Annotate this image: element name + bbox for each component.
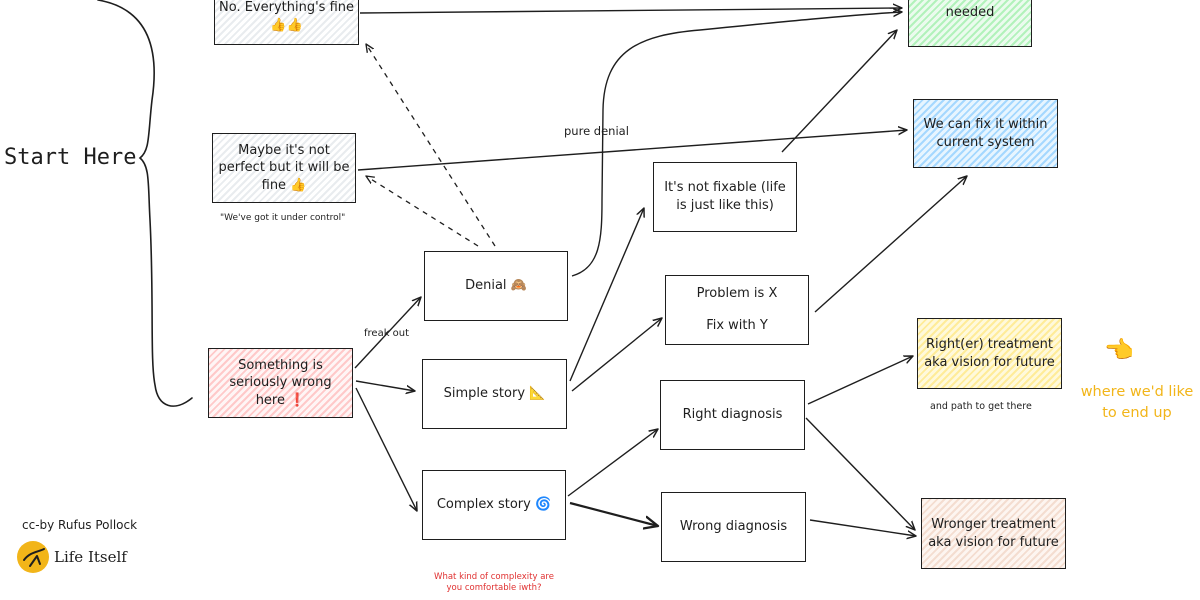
arrow-problem-to-fix: [814, 176, 967, 313]
note-complexity-question: What kind of complexity are you comforta…: [428, 572, 560, 594]
arrow-simple-to-problem: [571, 318, 662, 392]
node-everything-fine[interactable]: No. Everything's fine 👍👍: [214, 0, 359, 45]
note-end-up: where we'd like to end up: [1076, 382, 1198, 424]
node-fix-within-system[interactable]: We can fix it within current system: [913, 99, 1058, 168]
node-complex-story-label: Complex story 🌀: [436, 497, 552, 513]
credit-text: cc-by Rufus Pollock: [22, 518, 138, 532]
arrow-fine-to-noaction: [359, 8, 902, 14]
node-wrong-diagnosis[interactable]: Wrong diagnosis: [661, 492, 806, 562]
arrow-wrong-to-simple: [355, 380, 415, 391]
arrow-wrong-to-complex: [355, 387, 417, 511]
note-end-up-text: where we'd like to end up: [1080, 384, 1194, 422]
arrow-rightdiag-to-wrongtreat: [805, 417, 915, 530]
node-wronger-treatment[interactable]: Wronger treatment aka vision for future: [921, 498, 1066, 569]
node-right-diagnosis[interactable]: Right diagnosis: [660, 380, 805, 450]
arrow-notfixable-to-noaction: [781, 30, 897, 153]
node-problem-x-label: Problem is X: [696, 286, 778, 302]
node-seriously-wrong-label: Something is seriously wrong here ❗: [229, 357, 332, 408]
start-here-label: Start Here: [4, 145, 137, 170]
arrow-pure-denial: [571, 12, 902, 277]
arrow-complex-to-wrongdiag: [569, 501, 658, 526]
node-right-treatment[interactable]: Right(er) treatment aka vision for futur…: [917, 318, 1062, 389]
node-everything-fine-label: No. Everything's fine 👍👍: [219, 0, 355, 33]
node-no-action[interactable]: No action needed: [908, 0, 1032, 47]
node-no-action-label: No action needed: [939, 0, 1001, 21]
node-simple-story[interactable]: Simple story 📐: [422, 359, 567, 429]
node-maybe-not-perfect-label: Maybe it's not perfect but it will be fi…: [218, 142, 350, 193]
node-not-fixable-label: It's not fixable (life is just like this…: [664, 180, 786, 213]
note-path-there: and path to get there: [930, 401, 1032, 412]
note-pure-denial: pure denial: [564, 124, 629, 138]
node-denial[interactable]: Denial 🙈: [424, 251, 568, 321]
arrow-simple-to-notfixable: [569, 208, 644, 382]
start-brace: [97, 0, 193, 407]
node-maybe-not-perfect[interactable]: Maybe it's not perfect but it will be fi…: [212, 133, 356, 203]
arrow-maybe-to-fix: [357, 130, 907, 171]
arrow-denial-to-maybe: [366, 176, 479, 247]
note-freak-out: freak out: [364, 328, 410, 339]
node-wronger-treatment-label: Wronger treatment aka vision for future: [928, 516, 1059, 550]
node-wrong-diagnosis-label: Wrong diagnosis: [679, 519, 788, 535]
arrow-complex-to-right: [567, 429, 658, 497]
arrow-denial-to-fine: [366, 44, 496, 247]
node-simple-story-label: Simple story 📐: [443, 386, 546, 402]
note-under-control: "We've got it under control": [220, 213, 346, 223]
node-fix-y-label: Fix with Y: [706, 318, 768, 333]
node-seriously-wrong[interactable]: Something is seriously wrong here ❗: [208, 348, 353, 418]
node-complex-story[interactable]: Complex story 🌀: [422, 470, 566, 540]
brand-name: Life Itself: [54, 548, 127, 566]
node-right-diagnosis-label: Right diagnosis: [682, 407, 783, 423]
arrow-wrong-to-denial: [354, 297, 421, 369]
note-complexity-question-text: What kind of complexity are you comforta…: [434, 572, 554, 594]
pointing-hand-icon: 👈: [1104, 336, 1134, 364]
node-right-treatment-label: Right(er) treatment aka vision for futur…: [924, 336, 1055, 370]
node-denial-label: Denial 🙈: [465, 278, 527, 294]
node-fix-within-system-label: We can fix it within current system: [923, 116, 1048, 150]
life-itself-logo-icon: [17, 541, 49, 573]
arrow-rightdiag-to-righttreat: [807, 356, 913, 405]
node-not-fixable[interactable]: It's not fixable (life is just like this…: [653, 162, 797, 232]
node-problem-x[interactable]: Problem is X Fix with Y: [665, 275, 809, 345]
arrow-wrongdiag-to-wrongtreat: [809, 519, 916, 536]
